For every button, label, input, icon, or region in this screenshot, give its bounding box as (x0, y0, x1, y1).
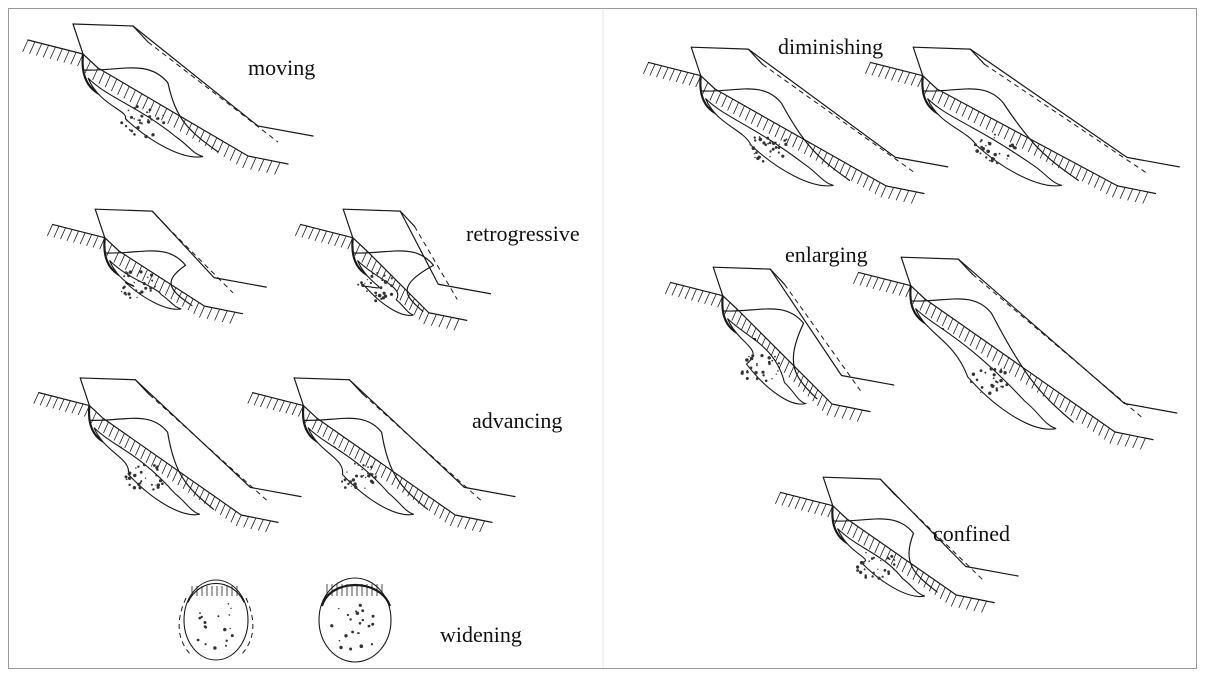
sketch-retrogressive-a (47, 209, 266, 323)
label-retrogressive: retrogressive (466, 221, 580, 247)
label-widening: widening (440, 622, 522, 648)
label-moving: moving (248, 55, 315, 81)
sketch-diminishing-b (865, 47, 1179, 203)
sketch-advancing-b (248, 378, 515, 532)
sketch-enlarging-a (665, 267, 893, 421)
sketch-advancing-a (34, 378, 301, 532)
label-enlarging: enlarging (785, 242, 868, 268)
label-confined: confined (933, 521, 1010, 547)
sketch-moving (23, 24, 313, 174)
sketch-retrogressive-b (295, 209, 490, 330)
sketch-widening (179, 578, 391, 662)
sketch-enlarging-b (853, 257, 1176, 449)
label-diminishing: diminishing (778, 34, 883, 60)
label-advancing: advancing (472, 408, 562, 434)
